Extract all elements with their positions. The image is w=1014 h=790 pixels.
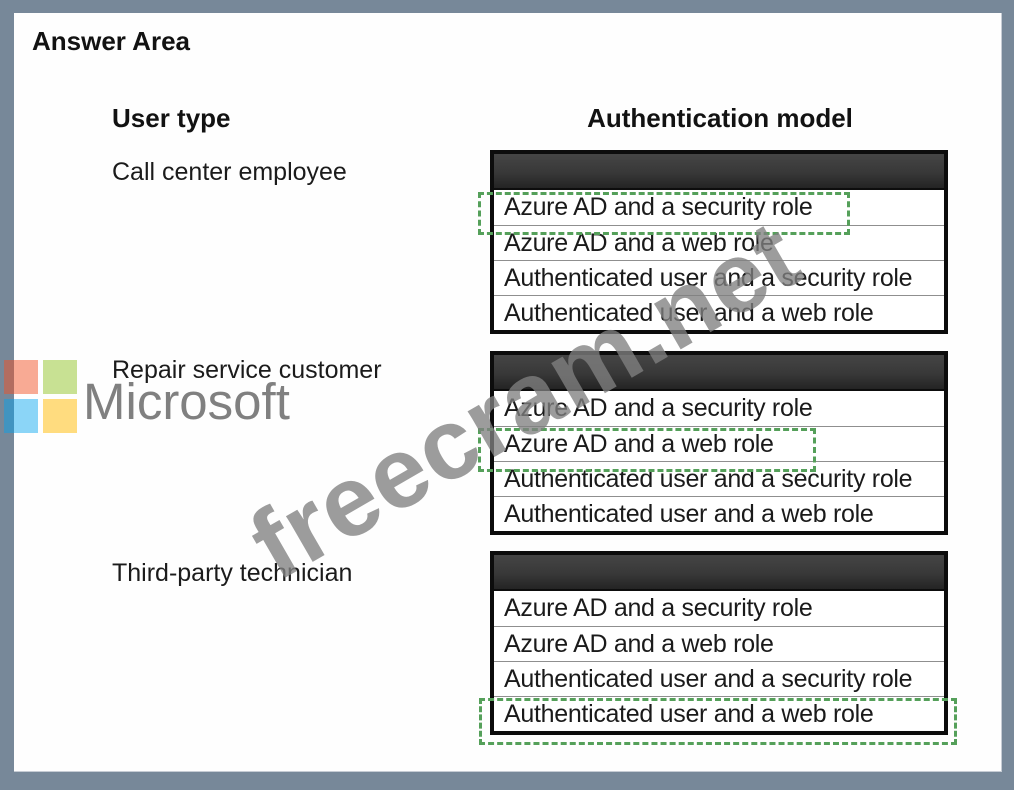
- option-authenticated-user-web-role[interactable]: Authenticated user and a web role: [494, 295, 944, 330]
- option-authenticated-user-security-role[interactable]: Authenticated user and a security role: [494, 461, 944, 496]
- option-azure-ad-security-role[interactable]: Azure AD and a security role: [494, 591, 944, 626]
- option-authenticated-user-security-role[interactable]: Authenticated user and a security role: [494, 260, 944, 295]
- microsoft-logo-blue-square-icon: [4, 399, 38, 433]
- answer-area-title: Answer Area: [32, 26, 190, 56]
- user-type-third-party-technician: Third-party technician: [112, 559, 353, 587]
- microsoft-logo-yellow-square-icon: [43, 399, 77, 433]
- option-authenticated-user-web-role[interactable]: Authenticated user and a web role: [494, 496, 944, 531]
- option-azure-ad-security-role[interactable]: Azure AD and a security role: [494, 190, 944, 225]
- option-box-third-party-technician: Azure AD and a security role Azure AD an…: [479, 551, 957, 745]
- user-type-repair-service-customer: Repair service customer: [112, 356, 382, 384]
- option-box-header: [494, 154, 944, 190]
- option-azure-ad-web-role[interactable]: Azure AD and a web role: [494, 426, 944, 461]
- option-azure-ad-web-role[interactable]: Azure AD and a web role: [494, 225, 944, 260]
- option-authenticated-user-web-role[interactable]: Authenticated user and a web role: [494, 696, 944, 731]
- option-azure-ad-web-role[interactable]: Azure AD and a web role: [494, 626, 944, 661]
- microsoft-watermark-text: Microsoft: [83, 373, 290, 430]
- option-box-header: [494, 355, 944, 391]
- option-authenticated-user-security-role[interactable]: Authenticated user and a security role: [494, 661, 944, 696]
- option-azure-ad-security-role[interactable]: Azure AD and a security role: [494, 391, 944, 426]
- microsoft-logo-green-square-icon: [43, 360, 77, 394]
- column-header-authentication-model: Authentication model: [587, 103, 853, 133]
- user-type-call-center-employee: Call center employee: [112, 158, 347, 186]
- option-box-repair-service-customer: Azure AD and a security role Azure AD an…: [478, 351, 948, 535]
- option-box-header: [494, 555, 944, 591]
- microsoft-logo-red-square-icon: [4, 360, 38, 394]
- option-box-call-center-employee: Azure AD and a security role Azure AD an…: [478, 150, 948, 334]
- column-header-user-type: User type: [112, 103, 231, 133]
